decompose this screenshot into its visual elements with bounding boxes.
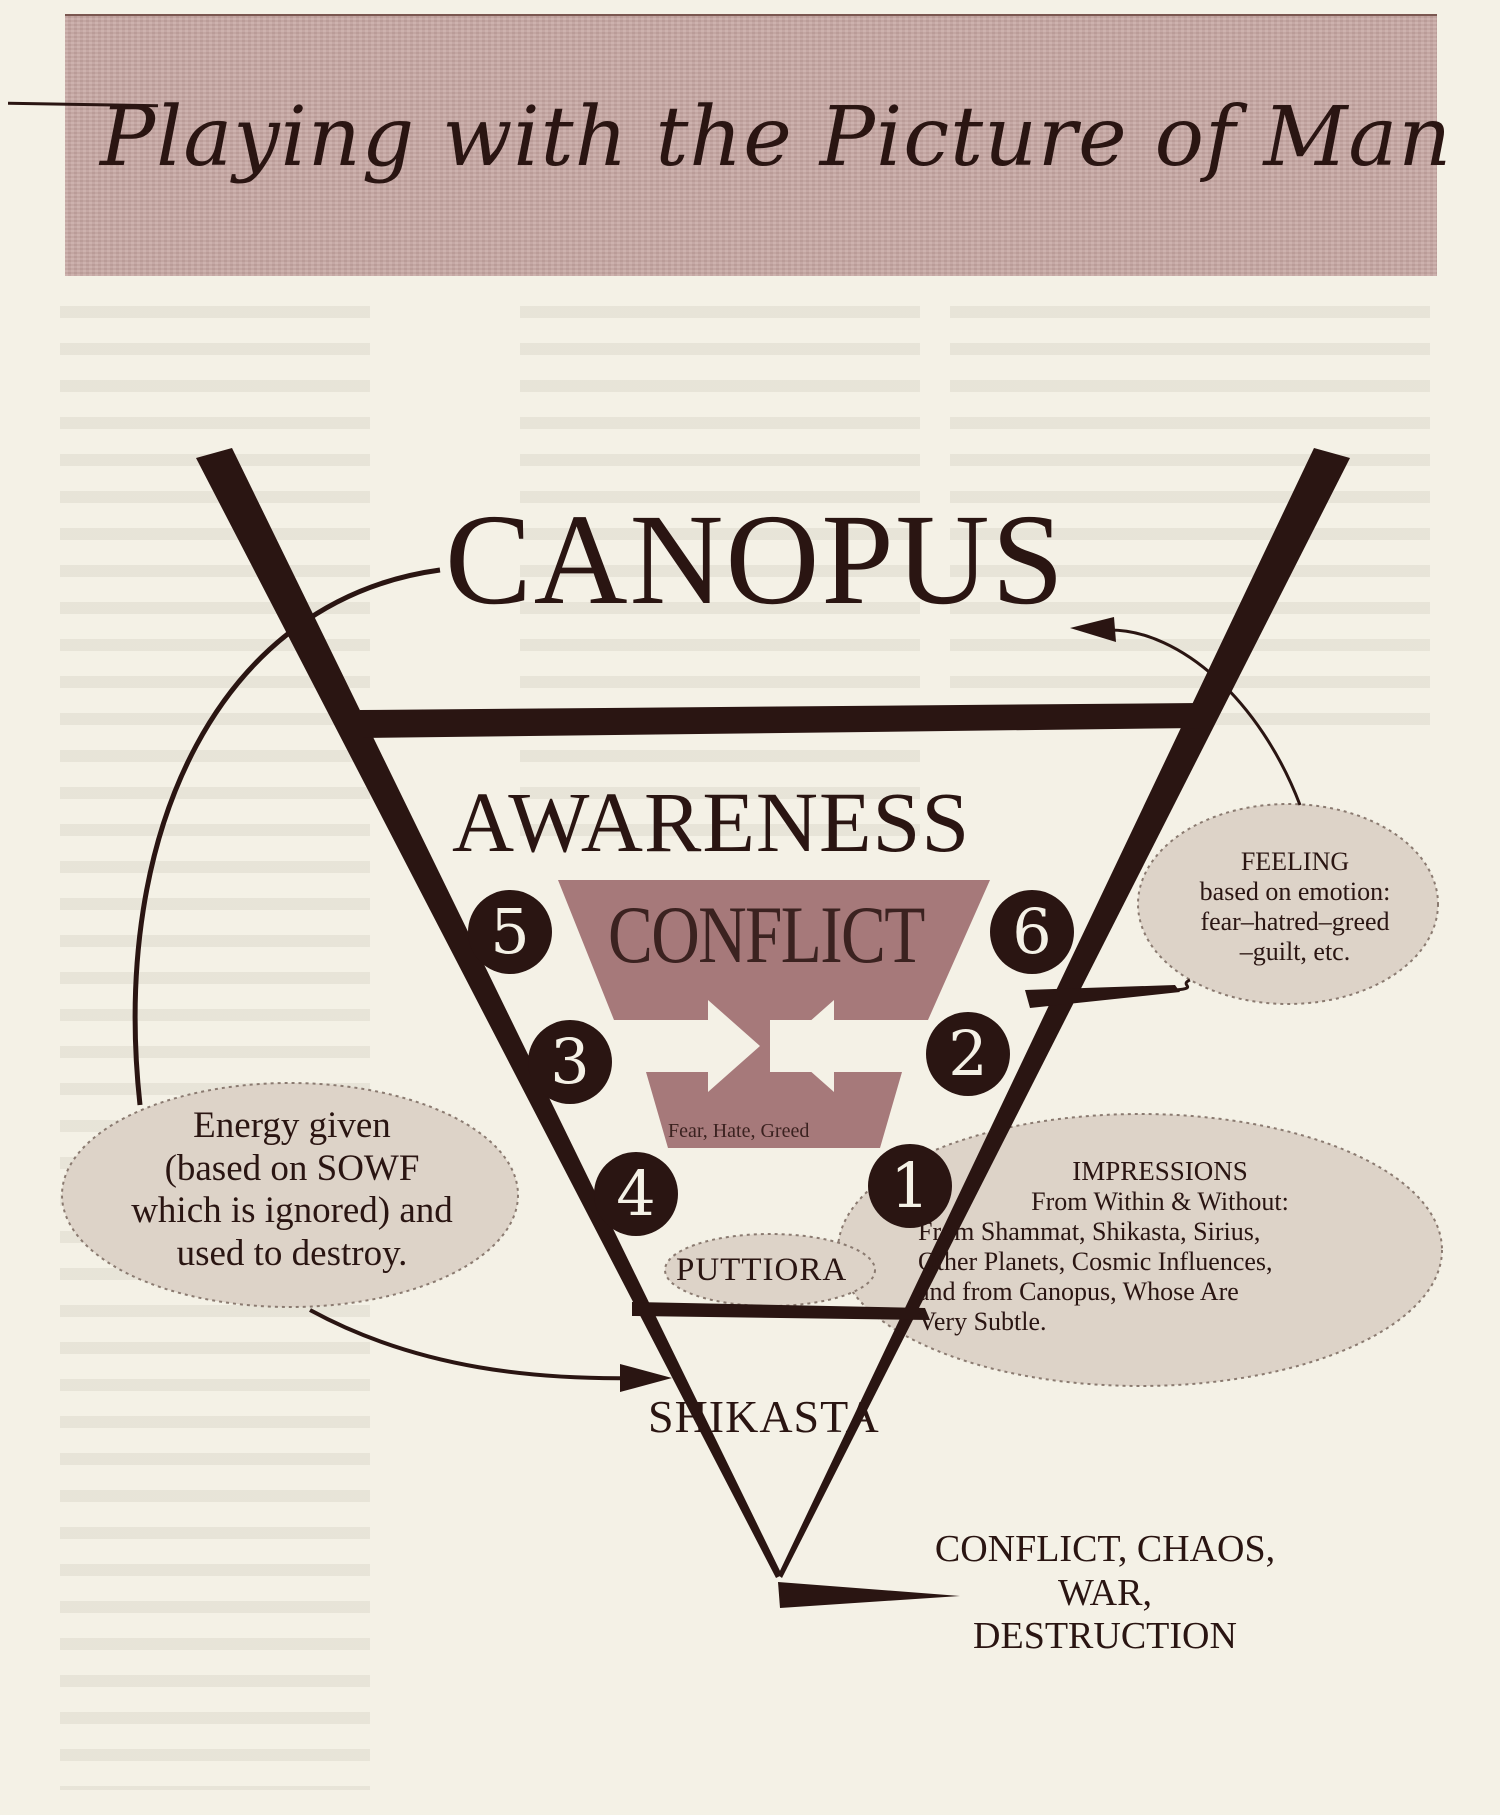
puttiora-label: PUTTIORA xyxy=(676,1252,848,1288)
impressions-bubble xyxy=(837,1113,1443,1387)
outcome-text: CONFLICT, CHAOS, WAR, DESTRUCTION xyxy=(905,1528,1305,1659)
energy-arc xyxy=(132,567,441,1106)
ghost-text-left xyxy=(60,290,370,1790)
ghost-text-right xyxy=(950,290,1430,750)
energy-line: used to destroy. xyxy=(176,1232,408,1274)
feeling-line: –guilt, etc. xyxy=(1239,936,1351,966)
feeling-text: FEELING based on emotion: fear–hatred–gr… xyxy=(1140,847,1450,967)
marker-1: 1 xyxy=(868,1144,952,1228)
conflict-shape xyxy=(558,880,990,1148)
impressions-line: Other Planets, Cosmic Influences, xyxy=(918,1246,1273,1276)
impressions-text: IMPRESSIONS From Within & Without: From … xyxy=(900,1156,1420,1337)
feeling-connector xyxy=(1174,978,1191,992)
ghost-text-center xyxy=(520,290,920,850)
energy-line: (based on SOWF xyxy=(164,1147,420,1189)
title-banner xyxy=(65,14,1437,276)
arrowhead-icon xyxy=(1070,617,1116,642)
energy-text: Energy given (based on SOWF which is ign… xyxy=(72,1105,512,1275)
outcome-line: WAR, xyxy=(1058,1571,1152,1614)
impressions-head: IMPRESSIONS xyxy=(1072,1156,1248,1186)
arrow-left-icon xyxy=(782,1000,928,1092)
awareness-label: AWARENESS xyxy=(452,774,971,870)
feeling-head: FEELING xyxy=(1240,847,1350,876)
energy-line: Energy given xyxy=(193,1105,391,1146)
outcome-line: CONFLICT, CHAOS, xyxy=(934,1528,1276,1570)
feeling-line: fear–hatred–greed xyxy=(1200,906,1390,936)
base-bar xyxy=(778,1582,960,1608)
puttiora-bar xyxy=(632,1302,930,1320)
impressions-line: and from Canopus, Whose Are xyxy=(918,1276,1239,1306)
outcome-line: DESTRUCTION xyxy=(973,1615,1237,1658)
marker-4: 4 xyxy=(594,1152,678,1236)
marker-3: 3 xyxy=(528,1020,612,1104)
page-title: Playing with the Picture of Man xyxy=(100,90,1453,185)
impressions-line: From Shammat, Shikasta, Sirius, xyxy=(918,1216,1261,1246)
banner-rule xyxy=(65,14,1437,16)
shikasta-label: SHIKASTA xyxy=(648,1391,880,1442)
impressions-line: From Within & Without: xyxy=(1031,1187,1289,1217)
marker-2: 2 xyxy=(926,1012,1010,1096)
awareness-bar xyxy=(360,703,1200,738)
left-arm xyxy=(196,448,782,1578)
marker-5: 5 xyxy=(468,890,552,974)
arrow-right-icon xyxy=(614,1000,760,1092)
conflict-label: CONFLICT xyxy=(608,889,925,980)
energy-return-line xyxy=(309,1308,641,1381)
energy-bubble xyxy=(61,1082,519,1308)
impressions-line: Very Subtle. xyxy=(918,1306,1047,1336)
marker-6: 6 xyxy=(990,890,1074,974)
feeling-bar xyxy=(1025,985,1180,1008)
energy-line: which is ignored) and xyxy=(131,1190,453,1232)
arrowhead-icon xyxy=(620,1364,672,1392)
right-arm xyxy=(778,448,1350,1578)
puttiora-bubble xyxy=(664,1233,876,1307)
feeling-bubble xyxy=(1137,803,1439,1005)
fear-hate-greed-label: Fear, Hate, Greed xyxy=(668,1120,810,1142)
canopus-label: CANOPUS xyxy=(445,488,1066,632)
feeling-line: based on emotion: xyxy=(1199,876,1391,906)
